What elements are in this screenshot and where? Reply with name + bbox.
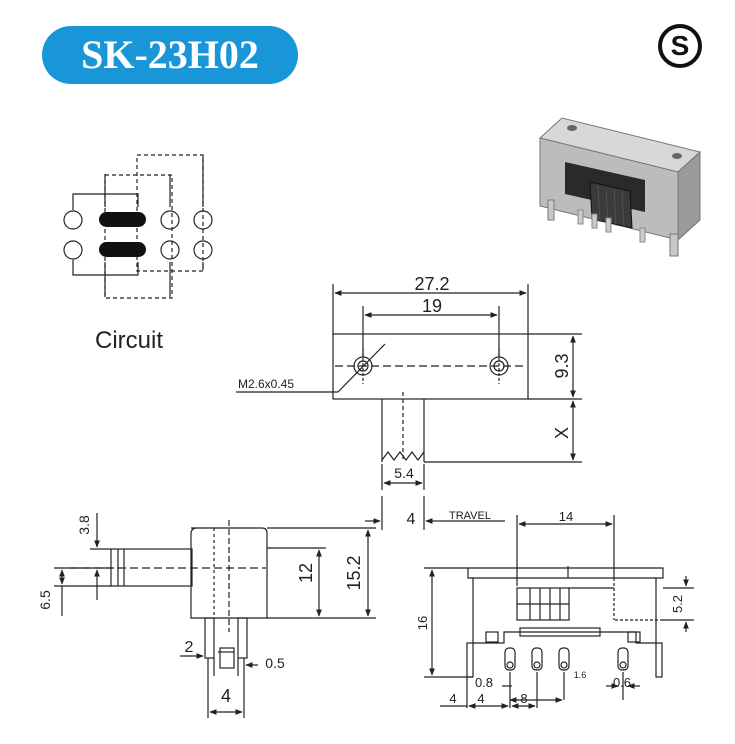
travel-label: TRAVEL	[449, 510, 491, 522]
product-image	[538, 117, 702, 257]
thread-note: M2.6x0.45	[238, 377, 294, 391]
top-view-drawing	[236, 284, 582, 490]
dim-actuator-height: 6.5	[37, 590, 53, 610]
dim-pitch-b: 4	[477, 691, 484, 706]
dim-overall-width: 27.2	[414, 274, 449, 294]
dim-slot-width: 14	[559, 509, 573, 524]
dim-pin-spacing: 4	[221, 686, 231, 706]
dim-pin-offset-top: 3.8	[76, 515, 92, 535]
dim-lug-thickness: 0.6	[613, 675, 631, 690]
dim-hole-dia: 1.6	[574, 670, 587, 680]
circuit-diagram	[63, 154, 213, 299]
dim-hole-spacing: 19	[422, 296, 442, 316]
dim-body-height-side: 12	[296, 563, 316, 583]
dim-body-height: 9.3	[552, 353, 572, 378]
brand-logo-icon: S	[658, 24, 702, 68]
dim-travel-value: 4	[407, 511, 416, 528]
circuit-label: Circuit	[95, 327, 163, 354]
dim-lever-width: 5.4	[394, 465, 414, 481]
front-view-drawing	[424, 515, 694, 709]
side-view-drawing	[54, 496, 505, 718]
dim-front-height: 16	[415, 616, 430, 630]
dim-lever-length: X	[552, 427, 572, 439]
model-title-badge: SK-23H02	[42, 26, 298, 84]
svg-text:S: S	[671, 30, 690, 61]
dim-pin-gap: 0.8	[475, 675, 493, 690]
dim-lever-height: 5.2	[670, 595, 685, 613]
dim-total-height: 15.2	[344, 555, 364, 590]
dim-pin-span: 8	[520, 691, 527, 706]
dim-pitch-a: 4	[449, 691, 456, 706]
dim-pin-thickness: 0.5	[265, 655, 285, 671]
dim-pin-width: 2	[185, 639, 194, 656]
